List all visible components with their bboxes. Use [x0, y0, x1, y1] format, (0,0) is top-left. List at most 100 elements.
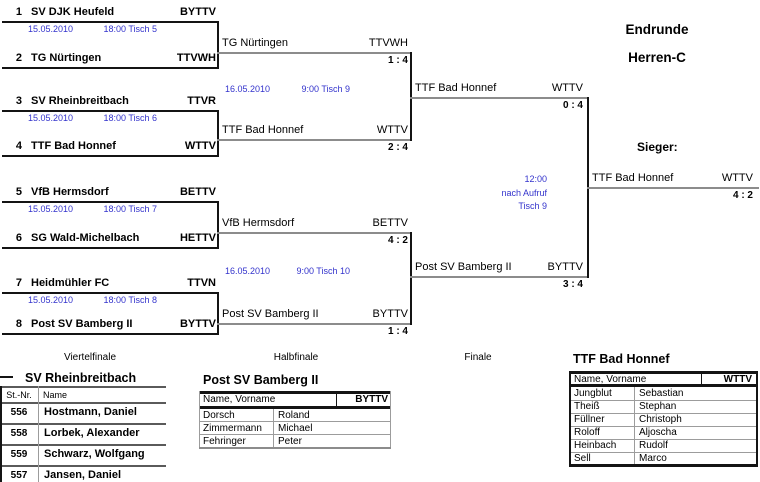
roster-1-row-name: Jansen, Daniel — [44, 469, 122, 481]
match-time-table: 18:00 Tisch 7 — [103, 204, 157, 214]
bracket-line — [2, 110, 218, 112]
final-entry-2: Post SV Bamberg II BYTTV — [415, 261, 583, 274]
final-entry-1-score: 0 : 4 — [562, 100, 583, 111]
match-date: 16.05.2010 — [225, 266, 271, 276]
roster-2-row-lastname: Fehringer — [203, 436, 246, 447]
roster-3-row-firstname: Aljoscha — [639, 427, 677, 438]
sf-entry-1: TG Nürtingen TTVWH — [222, 37, 408, 50]
table-border — [336, 391, 337, 406]
seed-number: 6 — [15, 232, 22, 244]
bracket-line — [2, 292, 218, 294]
roster-3-row-lastname: Jungblut — [574, 388, 612, 399]
table-border — [571, 426, 756, 427]
bracket-line — [410, 97, 589, 99]
sf-entry-3-score: 4 : 2 — [387, 235, 408, 246]
table-border — [199, 447, 391, 449]
table-border — [0, 386, 166, 388]
team-name: Post SV Bamberg II — [222, 308, 319, 320]
round-label-quarterfinal: Viertelfinale — [63, 352, 117, 363]
final-schedule-time: 12:00 — [524, 174, 547, 184]
team-association: BYTTV — [547, 261, 583, 273]
team-name: SV Rheinbreitbach — [31, 95, 129, 107]
table-border — [199, 391, 391, 394]
bracket-connector — [410, 232, 412, 325]
roster-3-row-firstname: Christoph — [639, 414, 682, 425]
bracket-line — [217, 323, 411, 325]
qf-team-3: 3 SV Rheinbreitbach TTVR — [10, 95, 216, 108]
team-association: WTTV — [376, 124, 408, 136]
roster-1-col1-header: St.-Nr. — [6, 390, 32, 400]
match-date: 15.05.2010 — [28, 113, 74, 123]
final-entry-2-score: 3 : 4 — [562, 279, 583, 290]
roster-3-row-firstname: Marco — [639, 453, 667, 464]
roster-3-row-firstname: Sebastian — [639, 388, 684, 399]
table-border — [0, 444, 166, 446]
roster-1-row-number: 559 — [10, 449, 28, 460]
sf-entry-4: Post SV Bamberg II BYTTV — [222, 308, 408, 321]
roster-2-row-lastname: Zimmermann — [203, 423, 262, 434]
bracket-line — [587, 187, 759, 189]
team-name: Heidmühler FC — [31, 277, 110, 289]
table-border — [569, 371, 758, 374]
roster-3-row-lastname: Heinbach — [574, 440, 617, 451]
table-border — [571, 413, 756, 414]
team-name: TG Nürtingen — [222, 37, 289, 49]
table-border — [199, 421, 391, 422]
bracket-connector — [217, 201, 219, 249]
qf-team-5: 5 VfB Hermsdorf BETTV — [10, 186, 216, 199]
bracket-connector — [410, 52, 412, 141]
roster-3-col2-header: WTTV — [723, 374, 752, 385]
seed-number: 5 — [15, 186, 22, 198]
team-name: TG Nürtingen — [31, 52, 102, 64]
roster-2-row-firstname: Roland — [278, 410, 310, 421]
team-association: TTVWH — [368, 37, 408, 49]
sf-entry-3: VfB Hermsdorf BETTV — [222, 217, 408, 230]
table-border — [390, 391, 391, 449]
seed-number: 8 — [15, 318, 22, 330]
bracket-line — [410, 276, 589, 278]
roster-2-row-lastname: Dorsch — [203, 410, 235, 421]
bracket-line — [2, 201, 218, 203]
roster-1-row-number: 558 — [10, 428, 28, 439]
sf-entry-1-score: 1 : 4 — [387, 55, 408, 66]
team-association: HETTV — [179, 232, 216, 244]
qf-team-4: 4 TTF Bad Honnef WTTV — [10, 140, 216, 153]
round-label-final: Finale — [464, 352, 492, 363]
seed-number: 7 — [15, 277, 22, 289]
sf-entry-4-score: 1 : 4 — [387, 326, 408, 337]
match-time-table: 18:00 Tisch 6 — [103, 113, 157, 123]
match-time-table: 9:00 Tisch 9 — [301, 84, 350, 94]
roster-3-row-firstname: Rudolf — [639, 440, 668, 451]
team-association: WTTV — [721, 172, 753, 184]
team-association: TTVR — [187, 95, 216, 107]
qf-team-7: 7 Heidmühler FC TTVN — [10, 277, 216, 290]
table-border — [571, 452, 756, 453]
roster-2-title: Post SV Bamberg II — [203, 373, 319, 387]
qf-team-6: 6 SG Wald-Michelbach HETTV — [10, 232, 216, 245]
team-name: SG Wald-Michelbach — [31, 232, 140, 244]
team-association: TTVN — [187, 277, 216, 289]
team-association: TTVWH — [176, 52, 216, 64]
table-border — [0, 386, 2, 482]
bracket-connector — [217, 110, 219, 157]
final-entry-1: TTF Bad Honnef WTTV — [415, 82, 583, 95]
team-association: WTTV — [551, 82, 583, 94]
table-border — [38, 386, 39, 482]
bracket-line — [2, 155, 218, 157]
team-name: VfB Hermsdorf — [222, 217, 295, 229]
match-date: 15.05.2010 — [28, 204, 74, 214]
team-name: TTF Bad Honnef — [592, 172, 674, 184]
table-border — [701, 371, 702, 387]
roster-1-row-name: Hostmann, Daniel — [44, 406, 137, 418]
final-schedule-note: nach Aufruf — [501, 188, 547, 198]
team-association: BYTTV — [179, 6, 216, 18]
roster-1-row-name: Schwarz, Wolfgang — [44, 448, 145, 460]
bracket-line — [217, 232, 411, 234]
team-association: WTTV — [184, 140, 216, 152]
bracket-line — [2, 247, 218, 249]
roster-3-row-lastname: Füllner — [574, 414, 605, 425]
table-border — [199, 391, 200, 449]
table-border — [634, 387, 635, 464]
team-association: BYTTV — [179, 318, 216, 330]
